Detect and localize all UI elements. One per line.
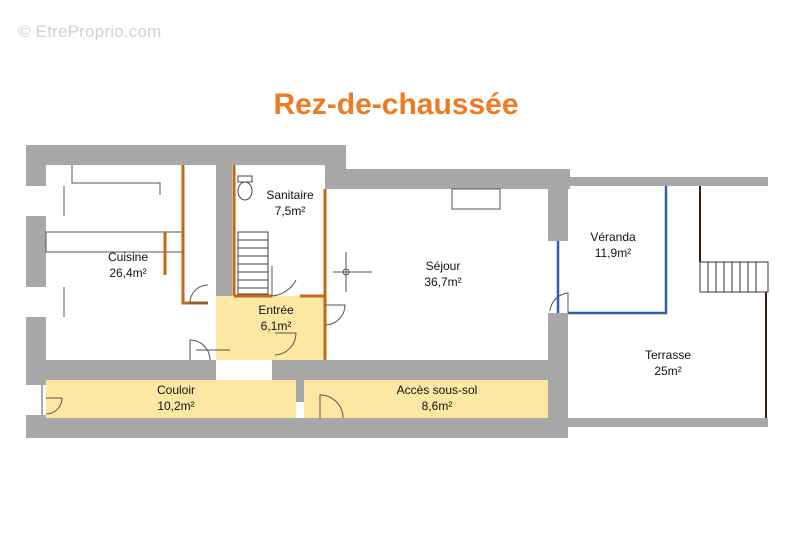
walls xyxy=(26,145,768,438)
wall-top-sejour xyxy=(325,169,570,189)
window-left-1 xyxy=(26,186,46,216)
veranda-glazing xyxy=(556,186,668,315)
wall-veranda-top xyxy=(568,177,768,186)
veranda-window-outline xyxy=(568,186,668,315)
external-stairs xyxy=(699,261,769,293)
label-cuisine-area: 26,4m² xyxy=(109,266,146,280)
door-kitchen xyxy=(189,339,211,361)
stairs-inner xyxy=(237,231,269,295)
wall-corridor-divider xyxy=(296,380,304,402)
highlight-areas xyxy=(46,296,548,418)
door-entree xyxy=(274,332,297,356)
label-sejour-area: 36,7m² xyxy=(424,275,461,289)
window-left-3 xyxy=(26,385,46,415)
wall-top-left xyxy=(26,145,346,165)
fireplace xyxy=(451,188,501,210)
toilet-icon xyxy=(237,175,253,201)
door-couloir xyxy=(45,397,63,415)
acces-area xyxy=(304,380,548,418)
label-acces-name: Accès sous-sol xyxy=(397,383,478,397)
wall-bottom-kitchen xyxy=(26,360,216,380)
couloir-area xyxy=(46,380,296,418)
wall-terrace-bottom xyxy=(568,418,768,427)
plan-title: Rez-de-chaussée xyxy=(0,88,800,122)
kitchen-counter-top xyxy=(71,165,161,195)
label-sejour-name: Séjour xyxy=(426,259,461,273)
external-stairs-box xyxy=(699,261,769,293)
wall-bottom-corridor xyxy=(26,418,568,438)
wall-corridor-right xyxy=(548,360,568,438)
terrace-railing xyxy=(699,186,767,418)
stairs-inner-box xyxy=(237,231,269,295)
label-sanitaire-area: 7,5m² xyxy=(275,204,306,218)
label-cuisine-name: Cuisine xyxy=(108,250,148,264)
window-left-2 xyxy=(26,287,46,317)
ceiling-point xyxy=(342,268,350,276)
door-sejour xyxy=(324,304,346,326)
kitchen-cupboard-frame xyxy=(181,165,208,305)
sejour-fittings xyxy=(333,188,501,292)
label-entree-name: Entrée xyxy=(258,303,294,317)
label-terrasse-name: Terrasse xyxy=(645,348,691,362)
label-sanitaire-name: Sanitaire xyxy=(266,188,314,202)
label-acces-area: 8,6m² xyxy=(422,399,453,413)
wall-sejour-right-upper xyxy=(548,169,568,241)
door-sanitaire xyxy=(271,266,297,297)
kitchen-counter-island xyxy=(45,231,185,253)
label-veranda-name: Véranda xyxy=(590,230,636,244)
wall-bottom-sejour xyxy=(302,360,568,380)
room-labels: Cuisine 26,4m² Sanitaire 7,5m² Séjour 36… xyxy=(108,188,691,413)
label-couloir-name: Couloir xyxy=(157,383,195,397)
watermark: © EtreProprio.com xyxy=(18,22,162,41)
entree-area xyxy=(216,296,325,360)
label-couloir-area: 10,2m² xyxy=(157,399,194,413)
label-veranda-area: 11,9m² xyxy=(595,246,631,260)
label-entree-area: 6,1m² xyxy=(261,319,292,333)
wall-bottom-mid xyxy=(272,360,302,380)
door-acces xyxy=(319,394,344,419)
plan-title-text: Rez-de-chaussée xyxy=(273,88,519,121)
label-terrasse-area: 25m² xyxy=(654,364,681,378)
door-kitchen-closet xyxy=(189,284,209,304)
wall-inner-vertical xyxy=(216,165,232,330)
wall-sejour-right-lower xyxy=(548,313,568,363)
entree-gap xyxy=(216,330,232,360)
